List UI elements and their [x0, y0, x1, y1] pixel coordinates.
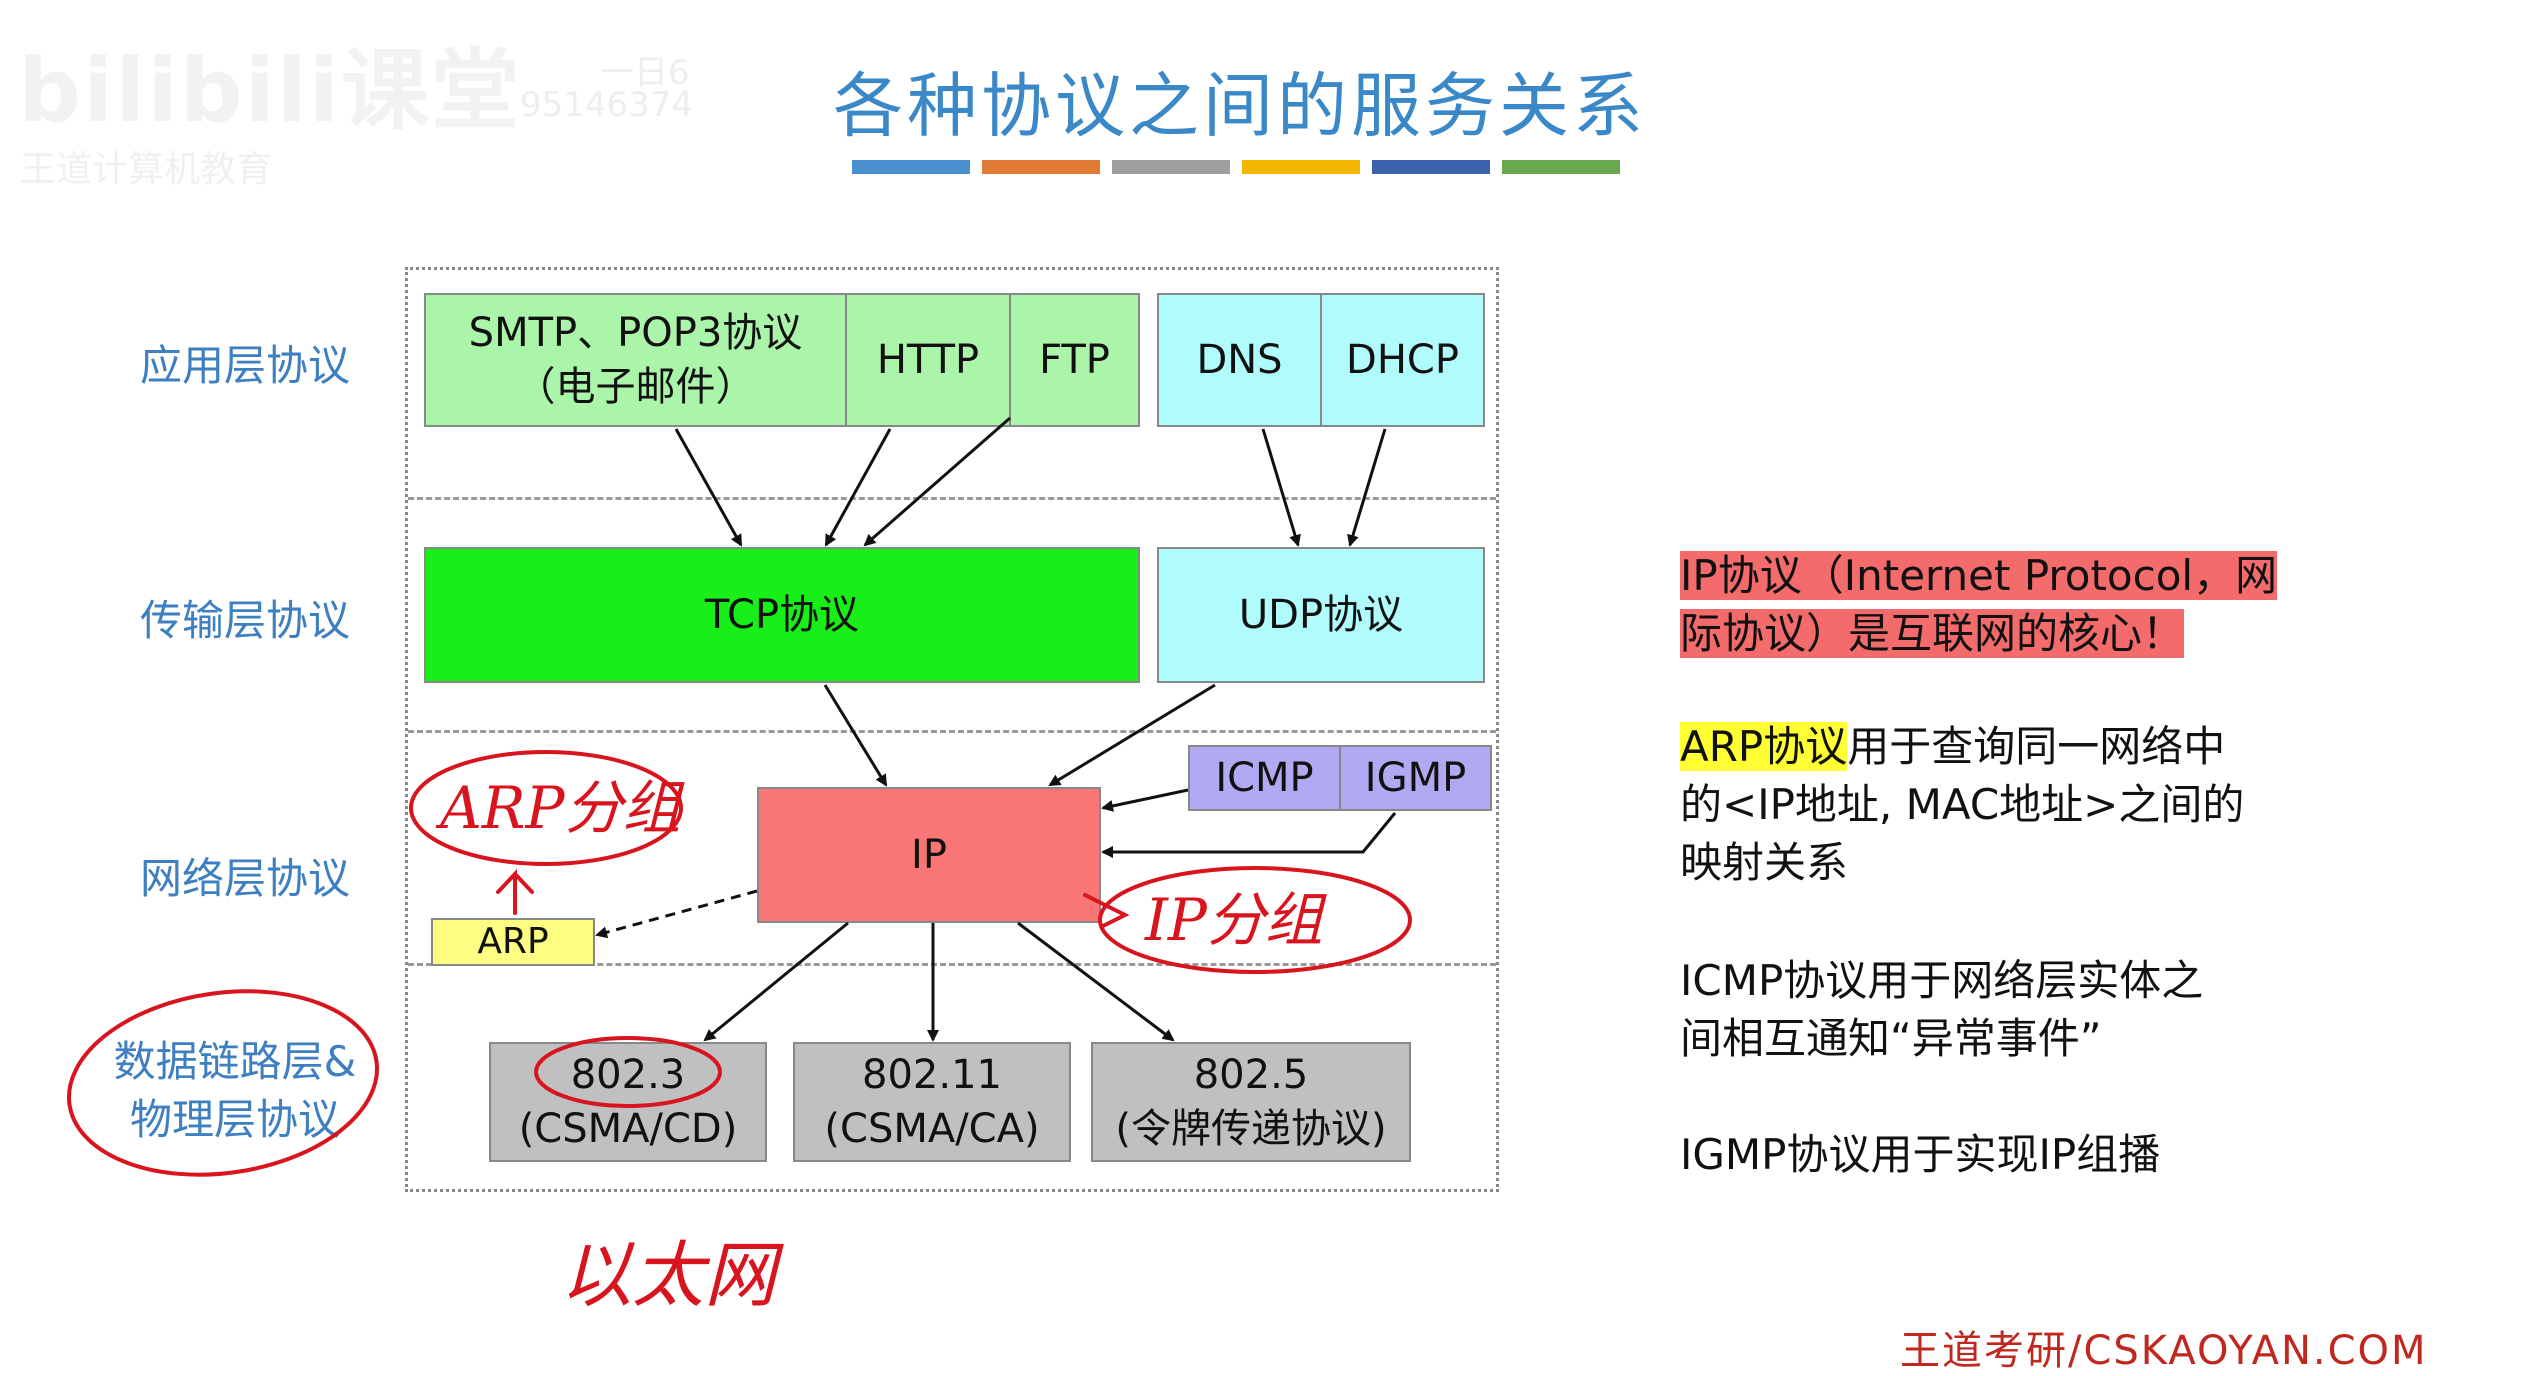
arrow-icmp-ip — [1101, 788, 1189, 812]
ieee-802-11-box: 802.11 (CSMA/CA) — [793, 1042, 1071, 1162]
arrow-tcp-ip — [823, 684, 888, 787]
ip-note: IP协议（Internet Protocol，网 际协议）是互联网的核心！ — [1680, 547, 2300, 663]
layer-divider-3 — [408, 963, 1496, 966]
layer-divider-2 — [408, 730, 1496, 733]
arrow-dns-udp — [1261, 428, 1301, 547]
ip-note-line-2: 际协议）是互联网的核心！ — [1680, 609, 2185, 658]
dhcp-box: DHCP — [1320, 293, 1485, 427]
title-color-bar — [1242, 160, 1360, 174]
arp-note-text: 用于查询同一网络中 — [1847, 722, 2226, 771]
bilibili-watermark-logo: bilibili课堂 — [18, 39, 521, 142]
arp-note: ARP协议用于查询同一网络中 的<IP地址, MAC地址>之间的 映射关系 — [1680, 718, 2300, 892]
watermark-text-1: 一日6 — [600, 53, 690, 93]
arp-up-arrow-wing — [513, 872, 534, 894]
title-color-bar — [1112, 160, 1230, 174]
layer-label-network: 网络层协议 — [139, 854, 350, 903]
footer-brand: 王道考研/CSKAOYAN.COM — [1900, 1328, 2428, 1374]
icmp-note-line-2: 间相互通知“异常事件” — [1680, 1014, 2102, 1063]
diagram-arrows: ARP分组 IP分组 以太网 — [66, 416, 1412, 1317]
ip-pointer-arrow — [1083, 893, 1130, 928]
ethernet-note: 以太网 — [560, 1233, 784, 1317]
layer-label-transport: 传输层协议 — [139, 596, 350, 645]
layer-label-application: 应用层协议 — [139, 341, 350, 390]
title-color-bar — [982, 160, 1100, 174]
tcp-box: TCP协议 — [424, 547, 1140, 683]
arrow-igmp-ip — [1101, 812, 1397, 858]
icmp-note: ICMP协议用于网络层实体之 间相互通知“异常事件” — [1680, 952, 2300, 1068]
layer-label-link: 数据链路层& 物理层协议 — [113, 1037, 357, 1144]
arp-packet-note: ARP分组 — [435, 774, 686, 842]
icmp-box: ICMP — [1188, 745, 1341, 811]
ip-packet-circle — [1098, 866, 1412, 974]
ieee-802-3-box: 802.3 (CSMA/CD) — [489, 1042, 767, 1162]
arp-note-line-2: 的<IP地址, MAC地址>之间的 — [1680, 780, 2245, 829]
igmp-note: IGMP协议用于实现IP组播 — [1680, 1130, 2161, 1179]
arp-packet-circle — [409, 750, 683, 866]
title-color-bar — [1502, 160, 1620, 174]
title-color-bar — [852, 160, 970, 174]
diagram-frame — [405, 267, 1499, 1192]
arrow-udp-ip — [1048, 683, 1216, 787]
arrow-smtp-tcp — [674, 428, 743, 547]
icmp-note-line-1: ICMP协议用于网络层实体之 — [1680, 956, 2204, 1005]
udp-box: UDP协议 — [1157, 547, 1485, 683]
arrow-ftp-tcp — [863, 416, 1011, 547]
title-color-bar — [1372, 160, 1490, 174]
arrow-ip-8025 — [1017, 921, 1175, 1042]
arp-box: ARP — [431, 918, 595, 966]
igmp-box: IGMP — [1339, 745, 1492, 811]
arrow-dhcp-udp — [1347, 428, 1387, 547]
dns-box: DNS — [1157, 293, 1322, 427]
arrow-ip-arp — [595, 889, 758, 939]
arrow-ip-8023 — [703, 921, 849, 1042]
arp-up-arrow — [496, 868, 517, 915]
arp-note-line-3: 映射关系 — [1680, 838, 1849, 887]
watermark-subtitle: 王道计算机教育 — [20, 149, 273, 190]
ip-packet-note: IP分组 — [1144, 886, 1328, 954]
slide-title: 各种协议之间的服务关系 — [833, 65, 1647, 147]
arrow-http-tcp — [824, 428, 892, 547]
smtp-pop3-box: SMTP、POP3协议 （电子邮件） — [424, 293, 847, 427]
ieee-802-5-box: 802.5 (令牌传递协议) — [1091, 1042, 1411, 1162]
ftp-box: FTP — [1009, 293, 1140, 427]
ieee-802-3-circle — [534, 1036, 722, 1108]
watermark-text-2: 95146374 — [520, 85, 694, 125]
arp-note-highlight: ARP协议 — [1680, 722, 1848, 771]
ip-box: IP — [757, 787, 1101, 923]
ip-note-line-1: IP协议（Internet Protocol，网 — [1680, 551, 2278, 600]
layer-divider-1 — [408, 497, 1496, 500]
link-layer-circle — [66, 989, 380, 1177]
